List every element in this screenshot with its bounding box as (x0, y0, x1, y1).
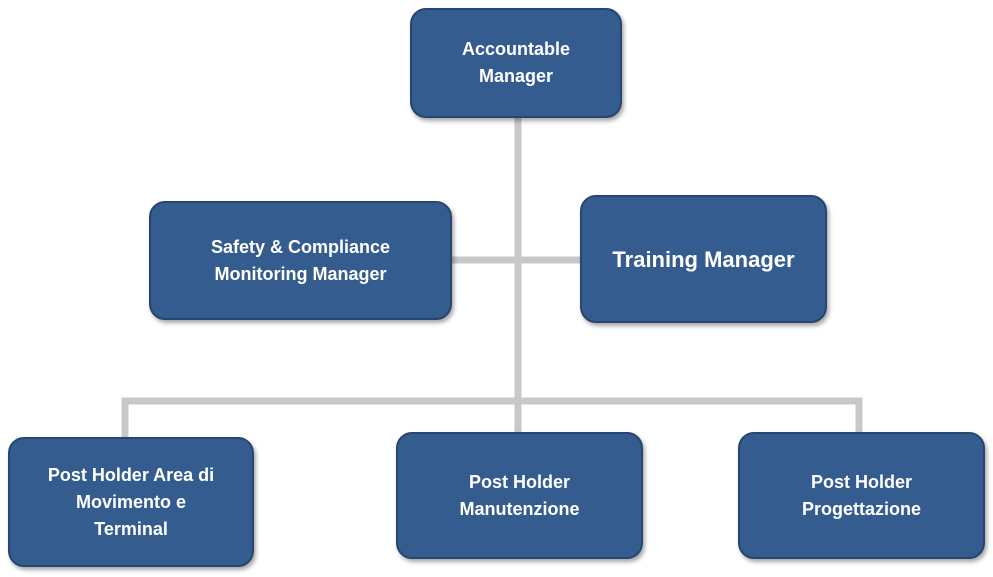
node-safety-compliance-monitoring-manager: Safety & Compliance Monitoring Manager (149, 201, 452, 320)
node-label: Accountable Manager (461, 39, 571, 86)
node-accountable-manager: Accountable Manager (410, 8, 622, 118)
node-training-manager: Training Manager (580, 195, 827, 323)
node-post-holder-manutenzione: Post Holder Manutenzione (396, 432, 643, 559)
node-label: Post Holder Manutenzione (459, 471, 580, 519)
node-post-holder-area-movimento-terminal: Post Holder Area di Movimento e Terminal (8, 437, 254, 567)
node-label: Safety & Compliance Monitoring Manager (210, 236, 391, 284)
node-label: Post Holder Progettazione (801, 471, 921, 519)
node-post-holder-progettazione: Post Holder Progettazione (738, 432, 985, 559)
node-label: Training Manager (612, 246, 795, 272)
node-label: Post Holder Area di Movimento e Terminal (47, 464, 215, 539)
